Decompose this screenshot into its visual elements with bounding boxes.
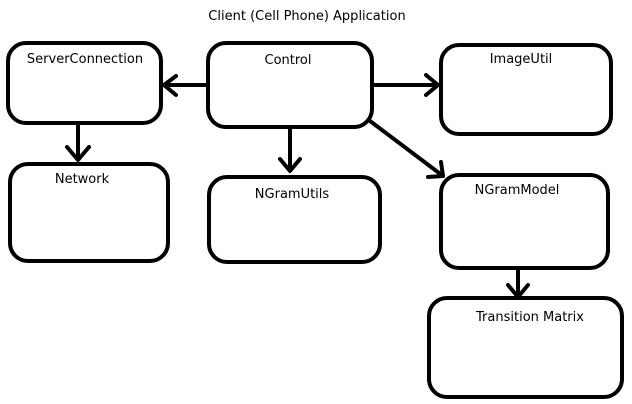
edge-control-to-ngramutils (278, 126, 302, 173)
node-image-util: ImageUtil (439, 43, 613, 136)
node-control-label: Control (265, 53, 312, 68)
node-ngram-model: NGramModel (439, 173, 610, 270)
node-ngram-utils: NGramUtils (207, 175, 382, 264)
node-image-util-label: ImageUtil (490, 52, 553, 67)
edge-control-to-ngrammodel (368, 119, 445, 179)
node-ngram-utils-label: NGramUtils (255, 187, 330, 202)
edge-ngrammodel-to-transitionmatrix (506, 266, 530, 299)
node-network-label: Network (55, 172, 110, 187)
node-transition-matrix: Transition Matrix (427, 296, 624, 399)
node-server-connection: ServerConnection (6, 41, 163, 125)
edge-control-to-serverconnection (162, 74, 210, 97)
node-transition-matrix-label: Transition Matrix (475, 310, 584, 325)
edge-control-to-imageutil (371, 73, 440, 97)
edge-serverconnection-to-network (65, 122, 91, 162)
node-control: Control (206, 41, 374, 129)
diagram-title: Client (Cell Phone) Application (208, 9, 405, 24)
node-network: Network (8, 162, 170, 263)
node-server-connection-label: ServerConnection (27, 52, 143, 67)
node-ngram-model-label: NGramModel (475, 183, 560, 198)
